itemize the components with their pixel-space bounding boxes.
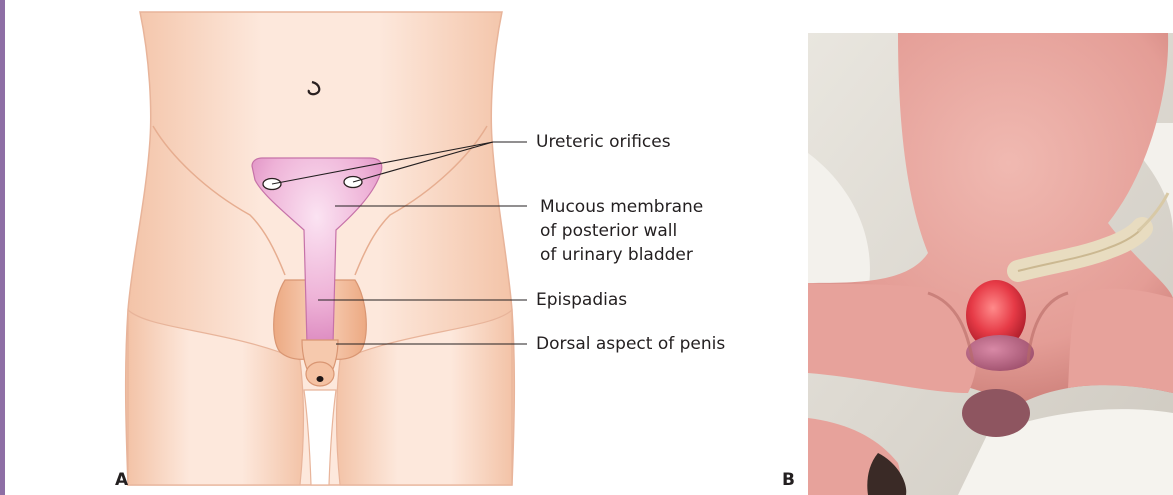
epispadic-penis (966, 335, 1034, 371)
panel-letter-b: B (782, 470, 795, 490)
scrotum-photo (962, 389, 1030, 437)
glans (306, 362, 334, 386)
label-mucous-line-2: of posterior wall (540, 219, 677, 243)
clinical-photograph (808, 33, 1173, 495)
label-epispadias: Epispadias (536, 288, 627, 312)
panel-letter-a: A (115, 470, 128, 490)
meatus (317, 376, 324, 382)
label-dorsal-aspect-of-penis: Dorsal aspect of penis (536, 332, 725, 356)
right-thigh-photo (1068, 289, 1173, 393)
label-mucous-line-3: of urinary bladder (540, 243, 693, 267)
label-mucous-line-1: Mucous membrane (540, 195, 703, 219)
label-ureteric-orifices: Ureteric orifices (536, 130, 671, 154)
